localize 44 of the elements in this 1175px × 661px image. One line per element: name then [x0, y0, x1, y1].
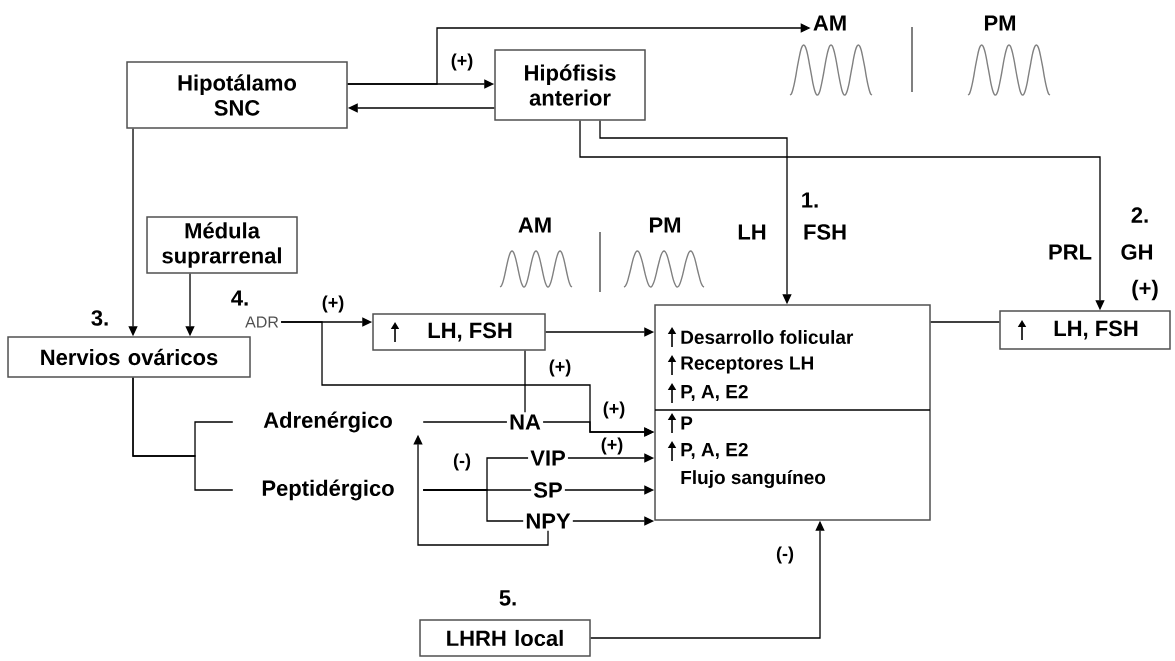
- result-text: P: [681, 416, 693, 430]
- label-text: NPY: [526, 513, 571, 529]
- result-text: Flujo sanguíneo: [681, 470, 826, 488]
- label-text: AM: [813, 15, 846, 31]
- edge-label: (-): [775, 545, 795, 565]
- connector-line: [930, 321, 1000, 323]
- process-box: LHRH local: [419, 619, 591, 657]
- process-box: Hipotálamo SNC: [126, 61, 348, 129]
- step-number: 4.: [231, 290, 248, 306]
- process-box: Hipófisis anterior: [494, 49, 646, 121]
- result-text: Desarrollo folicular: [681, 330, 854, 344]
- process-box: Médula suprarrenal: [146, 216, 298, 274]
- connector-line: [422, 421, 508, 423]
- result-text: P, A, E2: [681, 384, 748, 402]
- connector-line: [132, 377, 234, 491]
- process-box: Nervios ováricos: [7, 336, 251, 378]
- process-box: LH, FSH: [372, 313, 546, 351]
- period-label: PM: [985, 15, 1016, 31]
- edge-label: (+): [547, 358, 573, 378]
- label-text: Peptidérgico: [262, 479, 394, 501]
- edge-label: (+): [320, 294, 346, 314]
- step-number: 1.: [802, 192, 818, 208]
- hormone-label: GH: [1121, 244, 1153, 260]
- label-text: SP: [533, 482, 562, 498]
- hormone-label: PRL: [1049, 244, 1092, 260]
- period-label: PM: [650, 217, 681, 233]
- label-text: VIP: [530, 450, 565, 466]
- edge-label: (+): [599, 436, 625, 456]
- connector-line: [524, 350, 526, 413]
- edge-label: (+): [601, 400, 627, 420]
- edge-label: (+): [449, 52, 475, 72]
- hormone-label: LH: [738, 224, 766, 240]
- label-text: NA: [510, 414, 541, 430]
- hormone-label: FSH: [804, 224, 846, 240]
- label-text: Adrenérgico: [263, 411, 392, 433]
- edge-label: (-): [452, 452, 472, 472]
- step-number: 2.: [1131, 207, 1148, 223]
- process-box: LH, FSH: [999, 310, 1171, 350]
- connector-line: [422, 489, 524, 522]
- result-text: Receptores LH: [681, 356, 813, 374]
- result-text: P, A, E2: [681, 442, 748, 460]
- step-number: 3.: [91, 310, 108, 326]
- period-label: AM: [518, 217, 551, 233]
- label-text: ADR: [245, 316, 279, 328]
